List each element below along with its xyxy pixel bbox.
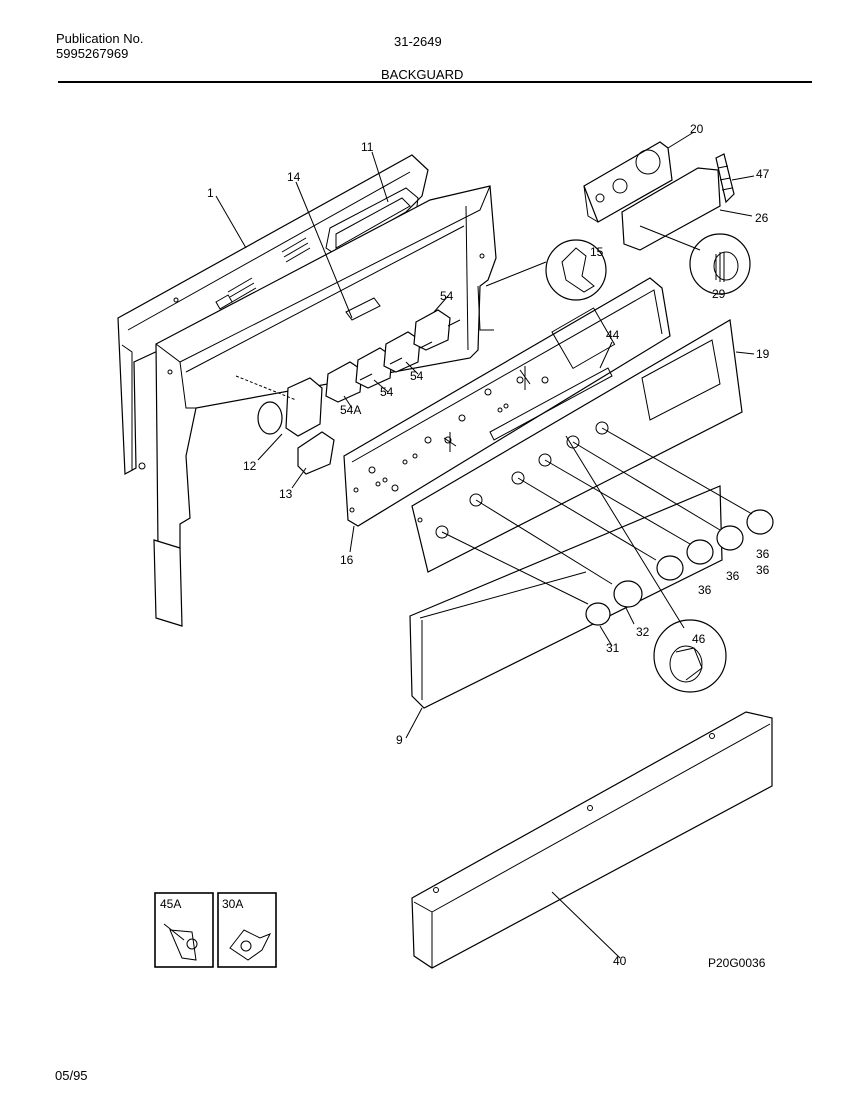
publication-number: 5995267969 [56, 46, 129, 61]
callout-36-c: 36 [726, 569, 740, 583]
callout-47: 47 [756, 167, 770, 181]
inset-box-30A [217, 892, 277, 968]
callout-54A: 54A [340, 403, 361, 417]
callout-29: 29 [712, 287, 726, 301]
callout-31: 31 [606, 641, 620, 655]
control-knobs [585, 509, 774, 626]
callout-54-mid: 54 [410, 369, 424, 383]
inset-label-45A: 45A [160, 897, 181, 911]
callout-14: 14 [287, 170, 301, 184]
callout-11: 11 [361, 140, 374, 154]
backguard-frame [155, 185, 497, 549]
inset-label-30A: 30A [222, 897, 243, 911]
callout-19: 19 [756, 347, 770, 361]
part-47-clip [715, 153, 735, 204]
part-26-clock-lens [621, 167, 721, 251]
callout-16: 16 [340, 553, 354, 567]
callout-1: 1 [207, 186, 214, 200]
callout-54-top: 54 [440, 289, 454, 303]
part-20-clock-timer [583, 141, 673, 223]
callout-32: 32 [636, 625, 650, 639]
callout-54-low: 54 [380, 385, 394, 399]
footer-date: 05/95 [55, 1068, 88, 1083]
document-number: 31-2649 [394, 34, 442, 49]
publication-label: Publication No. [56, 31, 144, 46]
header-rule [58, 81, 812, 83]
inset-box-45A [154, 892, 214, 968]
callout-44: 44 [606, 328, 620, 342]
part-19-overlay [411, 319, 743, 573]
part-46-inset [653, 619, 727, 693]
section-title: BACKGUARD [381, 67, 464, 82]
infinite-switches [325, 309, 461, 403]
callout-13: 13 [279, 487, 293, 501]
figure-id: P20G0036 [708, 956, 766, 970]
callout-15: 15 [590, 245, 604, 259]
callout-36-a: 36 [756, 547, 770, 561]
callout-20: 20 [690, 122, 704, 136]
callout-36-d: 36 [698, 583, 712, 597]
callout-12: 12 [243, 459, 257, 473]
end-cap-bottom [153, 539, 183, 627]
callout-40: 40 [613, 954, 627, 968]
callout-9: 9 [396, 733, 403, 747]
callout-46: 46 [692, 632, 706, 646]
callout-leaders [215, 131, 755, 959]
parts-12-13-14 [257, 297, 381, 475]
callout-36-b: 36 [756, 563, 770, 577]
part-15-inset [545, 239, 607, 301]
part-29-inset [689, 233, 751, 295]
assembly-leaders [235, 225, 753, 629]
part-16-control-panel [343, 277, 671, 527]
part-9-lower-trim [409, 485, 723, 709]
callout-26: 26 [755, 211, 769, 225]
part-40-trim-channel [411, 711, 773, 969]
